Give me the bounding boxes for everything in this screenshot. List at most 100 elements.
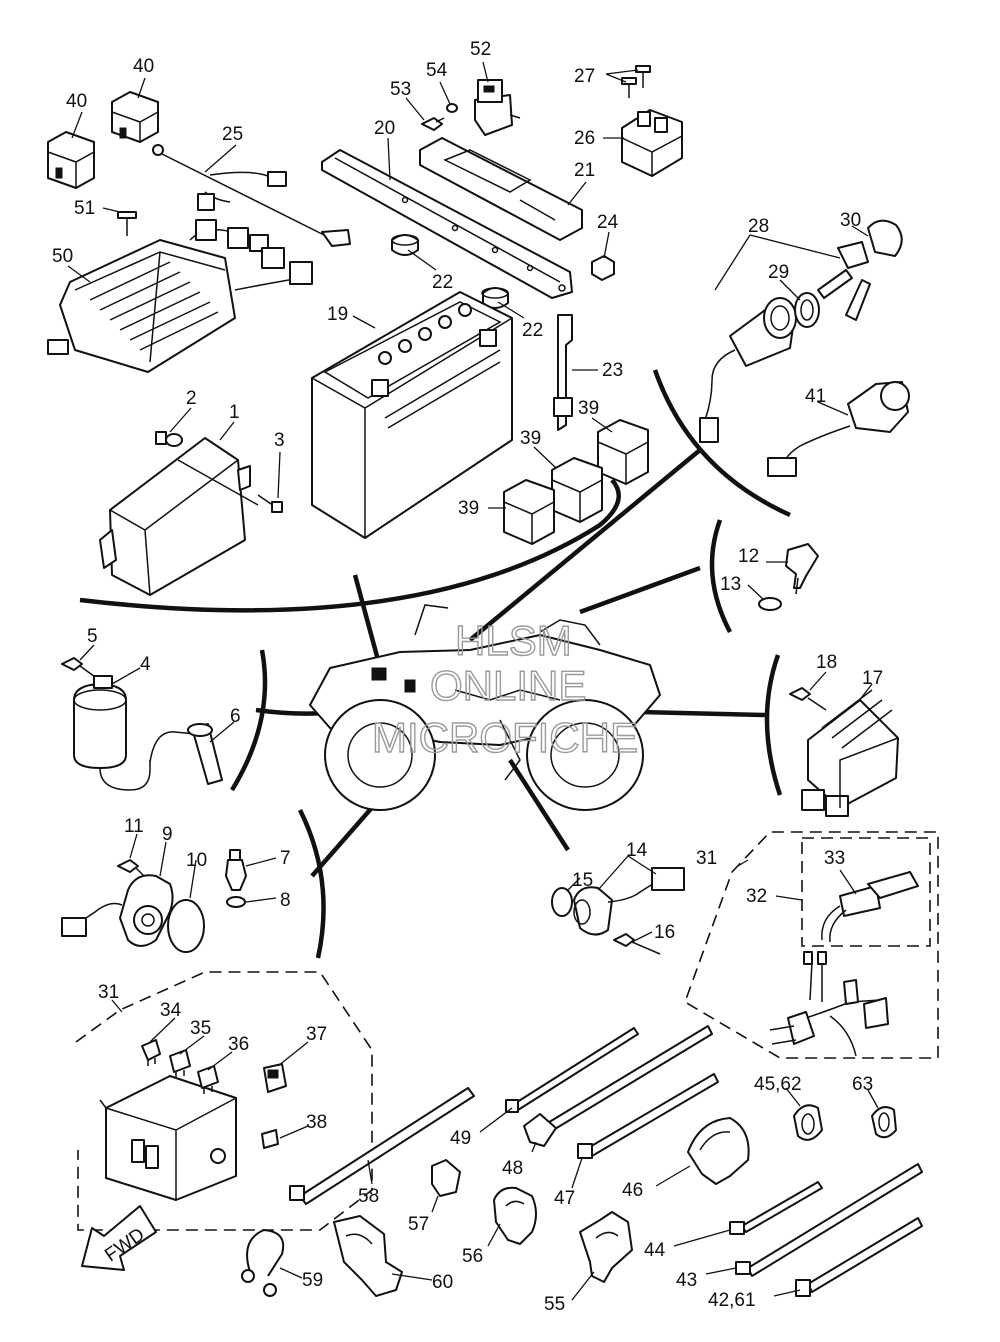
label-55: 55 — [544, 1294, 565, 1315]
label-45-62: 45,62 — [754, 1074, 802, 1095]
label-16: 16 — [654, 922, 675, 943]
label-48: 48 — [502, 1158, 523, 1179]
sensor-7 — [225, 849, 247, 891]
label-35: 35 — [190, 1018, 211, 1039]
label-43: 43 — [676, 1270, 697, 1291]
label-33: 33 — [824, 848, 845, 869]
cigarette-socket-41 — [767, 381, 910, 477]
label-39-right: 39 — [578, 398, 599, 419]
label-37: 37 — [306, 1024, 327, 1045]
nut-24 — [591, 255, 615, 281]
bolt-53 — [421, 117, 445, 131]
relay-39-right — [597, 419, 649, 485]
watermark-line-2: ONLINE — [430, 662, 586, 709]
rectifier-regulator-17 — [801, 689, 899, 817]
leader-lines — [67, 61, 879, 1301]
label-13: 13 — [720, 574, 741, 595]
band-23 — [553, 314, 573, 431]
gasket-8 — [226, 896, 246, 908]
clip-59 — [241, 1228, 285, 1297]
label-44: 44 — [644, 1240, 666, 1261]
fuse-37 — [263, 1063, 287, 1093]
main-switch-28 — [699, 297, 797, 443]
label-7: 7 — [280, 848, 291, 869]
label-36: 36 — [228, 1034, 249, 1055]
watermark-line-3: MICROFICHE — [372, 714, 638, 761]
label-31-left: 31 — [98, 982, 119, 1003]
label-31-right: 31 — [696, 848, 717, 869]
label-10: 10 — [186, 850, 207, 871]
label-14: 14 — [626, 840, 648, 861]
plug-cap-6 — [149, 723, 223, 785]
label-22-upper: 22 — [432, 272, 453, 293]
fuse-36 — [197, 1065, 219, 1094]
cable-tie-42-61 — [795, 1217, 923, 1297]
label-34: 34 — [160, 1000, 182, 1021]
cable-tie-43 — [735, 1163, 923, 1277]
label-42-61: 42,61 — [708, 1290, 756, 1311]
label-5: 5 — [87, 626, 98, 647]
label-30: 30 — [840, 210, 861, 231]
label-3: 3 — [274, 430, 285, 451]
label-51: 51 — [74, 198, 95, 219]
label-22-lower: 22 — [522, 320, 543, 341]
label-24: 24 — [597, 212, 619, 233]
cable-tie-47 — [577, 1073, 719, 1159]
key-set-30 — [817, 219, 903, 321]
label-19: 19 — [327, 304, 348, 325]
label-4: 4 — [140, 654, 151, 675]
starter-relay-26 — [621, 109, 683, 177]
callout-frames — [79, 369, 791, 959]
label-49: 49 — [450, 1128, 471, 1149]
label-40-lower: 40 — [66, 91, 87, 112]
label-57: 57 — [408, 1214, 429, 1235]
label-58: 58 — [358, 1186, 379, 1207]
cable-tie-58 — [289, 1087, 475, 1205]
washer-54 — [446, 103, 458, 113]
label-53: 53 — [390, 79, 411, 100]
battery-19 — [311, 291, 513, 539]
bolt-18 — [789, 687, 827, 711]
label-15: 15 — [572, 870, 593, 891]
relay-39-left — [503, 479, 555, 545]
label-2: 2 — [186, 388, 197, 409]
label-18: 18 — [816, 652, 837, 673]
fwd-arrow: FWD — [81, 1205, 157, 1271]
o-ring-10 — [167, 899, 205, 953]
battery-cover-21 — [419, 137, 583, 241]
sensor-12 — [785, 543, 819, 595]
label-46: 46 — [622, 1180, 643, 1201]
clamp-60 — [333, 1215, 403, 1297]
label-8: 8 — [280, 890, 291, 911]
watermark-line-1: HLSM — [455, 617, 572, 664]
speed-sensor-14 — [573, 867, 685, 936]
screw-3 — [257, 494, 283, 513]
label-9: 9 — [162, 824, 173, 845]
label-6: 6 — [230, 706, 241, 727]
screw-51 — [117, 211, 137, 236]
battery-bracket-20 — [321, 149, 573, 299]
watermark: HLSM ONLINE MICROFICHE — [371, 616, 638, 761]
label-27: 27 — [574, 66, 595, 87]
label-56: 56 — [462, 1246, 483, 1267]
label-54: 54 — [426, 60, 448, 81]
label-23: 23 — [602, 360, 623, 381]
relay-40-upper — [111, 91, 159, 143]
fuse-35 — [169, 1049, 191, 1078]
label-26: 26 — [574, 128, 595, 149]
fuse-38 — [261, 1129, 279, 1149]
ring-nut-29 — [794, 292, 820, 328]
cable-tie-44 — [729, 1181, 823, 1235]
label-25: 25 — [222, 124, 243, 145]
label-47: 47 — [554, 1188, 575, 1209]
label-20: 20 — [374, 118, 395, 139]
clamp-46 — [687, 1117, 750, 1185]
screw-27-b — [635, 65, 651, 88]
label-28: 28 — [748, 216, 769, 237]
fuse-holder-52 — [474, 79, 521, 136]
cable-tie-49 — [505, 1027, 639, 1113]
unit-1 — [99, 437, 259, 596]
wire-harness-31-right — [684, 831, 939, 1059]
part-number-labels: 40 40 25 51 50 20 53 54 52 27 26 21 24 2… — [52, 39, 883, 1315]
